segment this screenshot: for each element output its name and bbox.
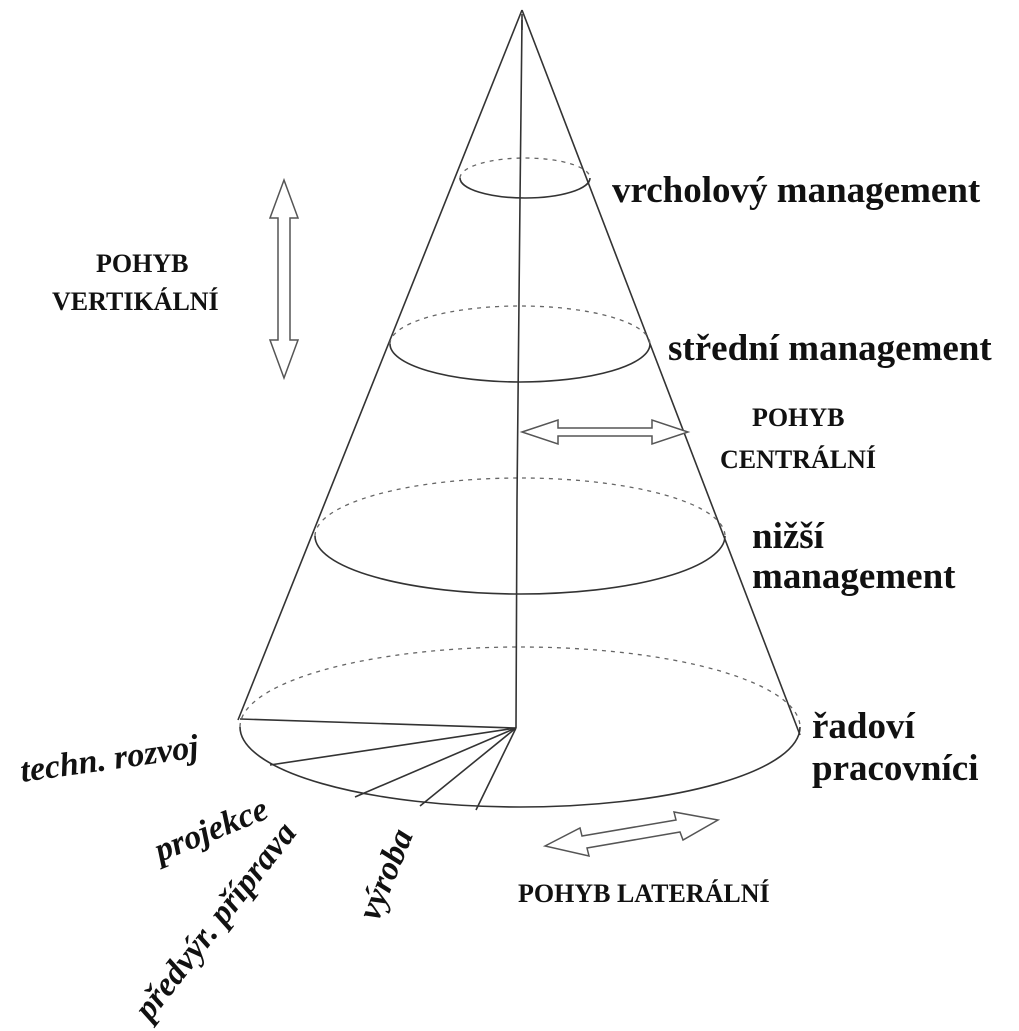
vertical-double-arrow xyxy=(268,177,300,381)
vertical-movement-label-line2: VERTIKÁLNÍ xyxy=(52,287,219,316)
lateral-double-arrow xyxy=(542,811,721,858)
level-middle-label: střední management xyxy=(668,328,992,369)
level-lower-label-line2: management xyxy=(752,556,956,597)
department-production-label: výroba xyxy=(351,824,421,925)
vertical-movement-label-line1: POHYB xyxy=(96,249,188,278)
cone-right-edge xyxy=(521,9,801,736)
central-movement-label-line2: CENTRÁLNÍ xyxy=(720,445,876,474)
department-sector-lines xyxy=(239,718,517,811)
level-workers-label-line1: řadoví xyxy=(812,706,916,747)
central-double-arrow xyxy=(519,418,691,446)
level-workers-label-line2: pracovníci xyxy=(812,748,978,789)
lateral-movement-label: POHYB LATERÁLNÍ xyxy=(518,879,770,908)
level-ring-lower xyxy=(314,477,726,595)
central-movement-label-line1: POHYB xyxy=(752,403,844,432)
sector-line-5 xyxy=(475,727,517,811)
level-ring-middle xyxy=(389,305,651,383)
department-tech-label: techn. rozvoj xyxy=(18,728,201,790)
level-lower-label-line1: nižší xyxy=(752,516,825,557)
cone-axis xyxy=(515,19,523,729)
level-ring-base xyxy=(239,646,801,808)
sector-line-1 xyxy=(239,718,517,729)
sector-line-4 xyxy=(419,727,517,807)
level-ring-top xyxy=(459,157,591,199)
sector-line-2 xyxy=(269,727,517,766)
cone-left-edge xyxy=(237,9,523,721)
sector-line-3 xyxy=(354,727,517,798)
level-top-label: vrcholový management xyxy=(612,170,981,211)
